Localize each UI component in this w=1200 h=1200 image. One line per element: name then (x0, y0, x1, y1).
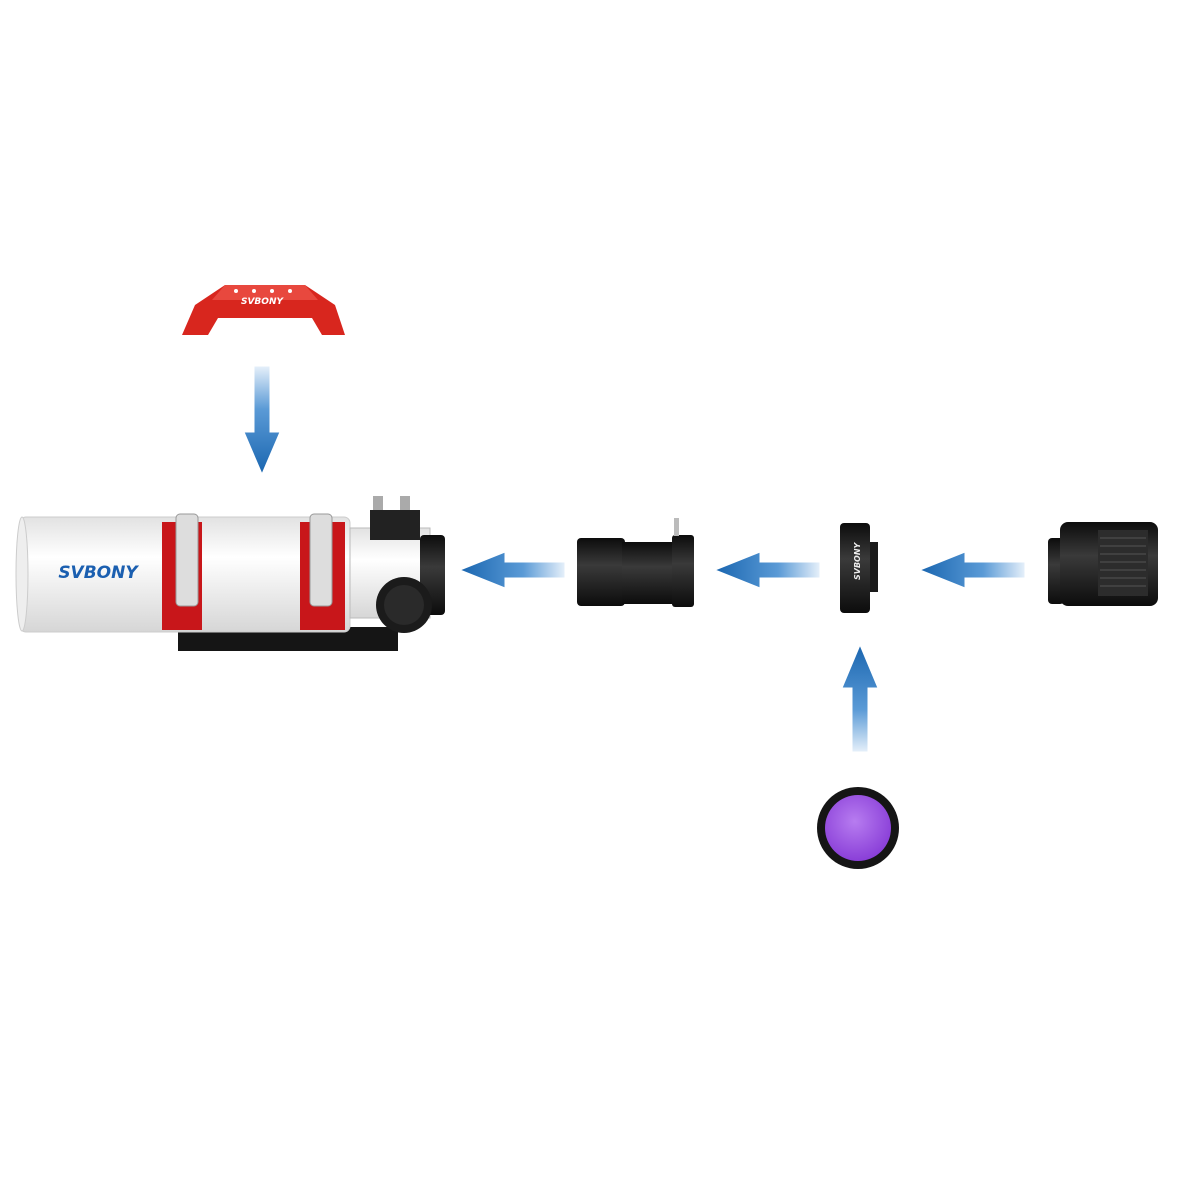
arrow-left-icon (458, 551, 566, 589)
arrow-up-icon (841, 643, 879, 753)
telescope-logo: SVBONY (58, 563, 139, 583)
telescope: SVBONY (15, 496, 445, 651)
astronomy-camera (1048, 522, 1158, 606)
filter (817, 787, 899, 869)
arrow-left-icon (918, 551, 1026, 589)
handle-logo: SVBONY (241, 297, 284, 307)
arrow-left-icon (713, 551, 821, 589)
handle-bar: SVBONY (182, 285, 345, 335)
adapter-ring: SVBONY (840, 523, 878, 613)
field-flattener (577, 518, 694, 607)
adapter-logo: SVBONY (853, 541, 862, 580)
arrow-down-icon (243, 365, 281, 476)
